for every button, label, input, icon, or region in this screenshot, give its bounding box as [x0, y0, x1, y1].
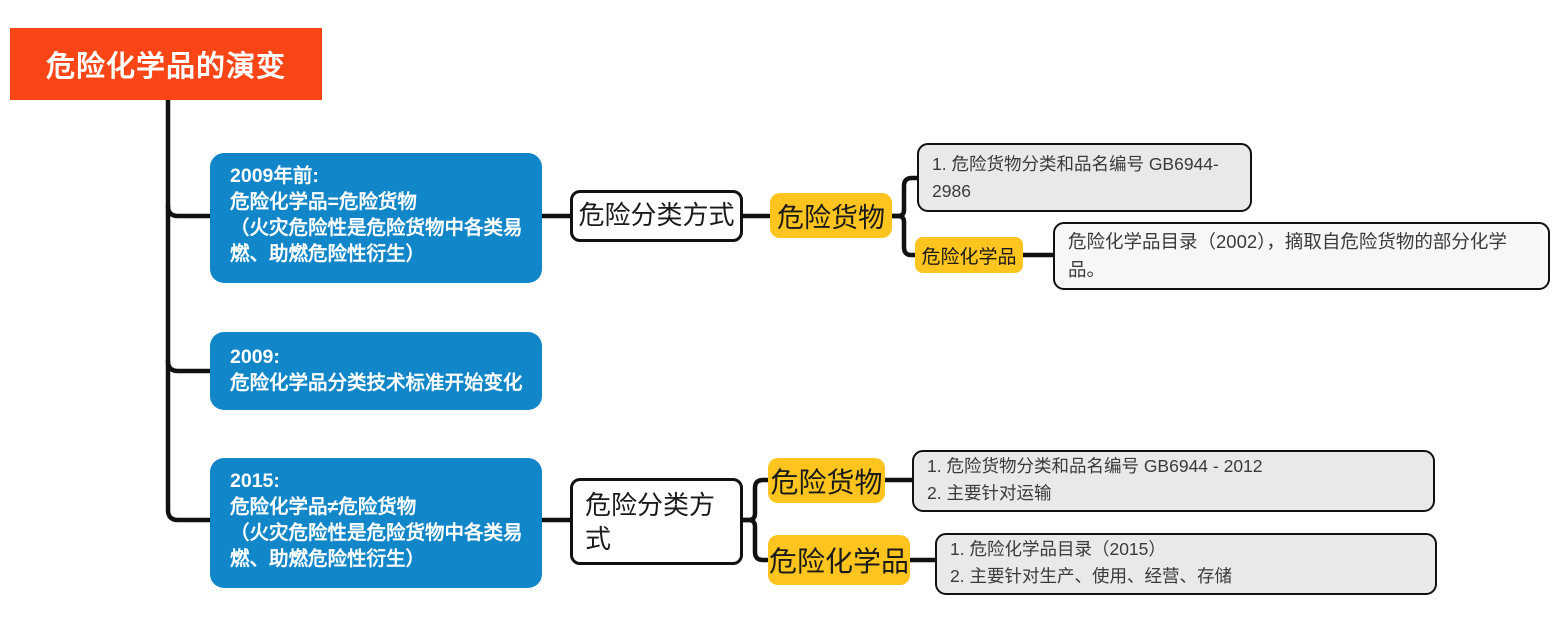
- cargo-2015-label: 危险货物: [770, 466, 883, 498]
- timeline-2009-heading: 2009:: [230, 346, 280, 368]
- chemical-note-2015-line1: 1. 危险化学品目录（2015）: [950, 539, 1166, 560]
- classification-node-pre2009[interactable]: 危险分类方式: [570, 190, 743, 242]
- cargo-note-2015-line1: 1. 危险货物分类和品名编号 GB6944 - 2012: [927, 456, 1263, 477]
- timeline-pre2009-detail: （火灾危险性是危险货物中各类易燃、助燃危险性衍生）: [230, 216, 523, 265]
- cargo-tag-pre2009[interactable]: 危险货物: [770, 193, 892, 238]
- cargo-note-2015[interactable]: 1. 危险货物分类和品名编号 GB6944 - 2012 2. 主要针对运输: [912, 450, 1435, 512]
- chemical-note-pre2009-text: 危险化学品目录（2002），摘取自危险货物的部分化学品。: [1068, 231, 1507, 280]
- timeline-pre2009-heading: 2009年前:: [230, 165, 319, 187]
- connector-branch-2009: [165, 358, 213, 374]
- timeline-pre2009-statement: 危险化学品=危险货物: [230, 190, 417, 213]
- timeline-2015-detail: （火灾危险性是危险货物中各类易燃、助燃危险性衍生）: [230, 521, 523, 570]
- classification-node-2015[interactable]: 危险分类方式: [570, 478, 743, 565]
- timeline-node-pre2009[interactable]: 2009年前: 危险化学品=危险货物 （火灾危险性是危险货物中各类易燃、助燃危险…: [210, 153, 542, 283]
- chemical-note-2015[interactable]: 1. 危险化学品目录（2015） 2. 主要针对生产、使用、经营、存储: [935, 533, 1437, 595]
- chemical-note-pre2009[interactable]: 危险化学品目录（2002），摘取自危险货物的部分化学品。: [1053, 222, 1550, 290]
- timeline-2015-heading: 2015:: [230, 470, 280, 492]
- chemical-note-2015-line2: 2. 主要针对生产、使用、经营、存储: [950, 565, 1232, 586]
- classification-pre2009-label: 危险分类方式: [578, 200, 735, 231]
- cargo-note-pre2009-text: 1. 危险货物分类和品名编号 GB6944-2986: [932, 154, 1219, 201]
- cargo-tag-2015[interactable]: 危险货物: [768, 458, 885, 503]
- connector-classification-cargo-bottom: [740, 477, 771, 523]
- connector-cargo-top-chemical: [889, 213, 918, 258]
- connector-classification-chemical-bottom: [740, 517, 771, 563]
- chemical-pre2009-label: 危险化学品: [921, 246, 1017, 268]
- cargo-note-pre2009[interactable]: 1. 危险货物分类和品名编号 GB6944-2986: [917, 143, 1252, 212]
- timeline-node-2015[interactable]: 2015: 危险化学品≠危险货物 （火灾危险性是危险货物中各类易燃、助燃危险性衍…: [210, 458, 542, 588]
- timeline-2015-statement: 危险化学品≠危险货物: [230, 495, 417, 518]
- cargo-pre2009-label: 危险货物: [777, 203, 885, 233]
- chemical-tag-2015[interactable]: 危险化学品: [768, 535, 910, 585]
- connector-trunk: [165, 97, 213, 523]
- root-title: 危险化学品的演变: [45, 51, 286, 83]
- connector-branch-pre2009: [165, 203, 213, 219]
- root-node[interactable]: 危险化学品的演变: [10, 28, 322, 100]
- timeline-node-2009[interactable]: 2009: 危险化学品分类技术标准开始变化: [210, 332, 542, 410]
- classification-2015-label: 危险分类方式: [585, 490, 716, 554]
- chemical-2015-label: 危险化学品: [768, 546, 909, 577]
- chemical-tag-pre2009[interactable]: 危险化学品: [915, 237, 1023, 273]
- timeline-2009-statement: 危险化学品分类技术标准开始变化: [230, 371, 523, 394]
- cargo-note-2015-line2: 2. 主要针对运输: [927, 482, 1052, 503]
- connector-cargo-top-note: [889, 175, 920, 219]
